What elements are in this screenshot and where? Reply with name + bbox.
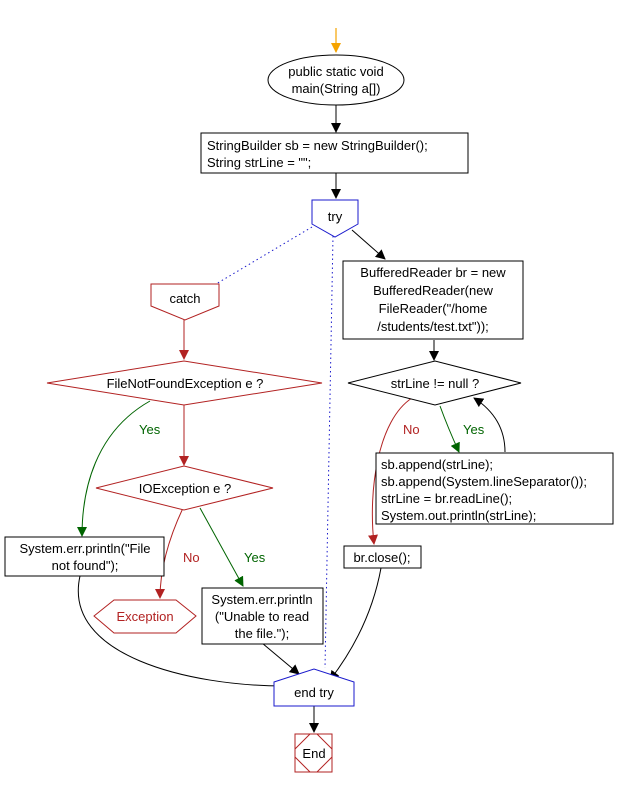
- catch-node: catch: [150, 283, 220, 321]
- edge-close-endtry: [329, 567, 382, 681]
- io-condition-diamond: IOException e ?: [95, 465, 274, 511]
- loop-body-line3: strLine = br.readLine();: [381, 491, 512, 506]
- loop-body-line2: sb.append(System.lineSeparator());: [381, 474, 587, 489]
- while-condition-label: strLine != null ?: [391, 376, 480, 391]
- loop-body-line4: System.out.println(strLine);: [381, 508, 536, 523]
- fnf-yes-label: Yes: [139, 422, 161, 437]
- while-condition-diamond: strLine != null ?: [347, 360, 522, 406]
- loop-body-box: sb.append(strLine); sb.append(System.lin…: [375, 452, 614, 525]
- edge-io-no: [155, 507, 184, 599]
- io-print-line1: System.err.println: [211, 592, 312, 607]
- end-try-node: end try: [273, 668, 355, 707]
- init-label-line2: String strLine = "";: [207, 155, 311, 170]
- while-no-label: No: [403, 422, 420, 437]
- io-print-line3: the file.");: [235, 626, 289, 641]
- start-node: public static void main(String a[]): [267, 54, 405, 106]
- catch-label: catch: [169, 291, 200, 306]
- try-label: try: [328, 209, 343, 224]
- end-label: End: [302, 746, 325, 761]
- edge-fnf-yes: [77, 400, 151, 537]
- try-node: try: [311, 199, 359, 238]
- end-try-label: end try: [294, 685, 334, 700]
- br-label-line3: FileReader("/home: [379, 301, 488, 316]
- io-print-box: System.err.println ("Unable to read the …: [201, 587, 324, 645]
- io-no-label: No: [183, 550, 200, 565]
- io-condition-label: IOException e ?: [139, 481, 232, 496]
- fnf-print-box: System.err.println("File not found");: [4, 536, 165, 577]
- io-print-line2: ("Unable to read: [215, 609, 309, 624]
- start-label-line1: public static void: [288, 64, 383, 79]
- close-box: br.close();: [343, 545, 422, 569]
- edge-fnfprint-endtry: [77, 575, 285, 691]
- br-label-line4: /students/test.txt"));: [377, 319, 489, 334]
- edge-try-catch: [215, 226, 313, 285]
- fnf-print-line1: System.err.println("File: [19, 541, 150, 556]
- start-label-line2: main(String a[]): [292, 81, 381, 96]
- edge-io-yes: [199, 507, 244, 587]
- end-node: End: [294, 733, 333, 773]
- init-process-box: StringBuilder sb = new StringBuilder(); …: [200, 132, 469, 174]
- fnf-print-line2: not found");: [52, 558, 119, 573]
- while-yes-label: Yes: [463, 422, 485, 437]
- edges: [77, 28, 506, 733]
- edge-ioprint-endtry: [261, 642, 300, 675]
- fnf-condition-label: FileNotFoundException e ?: [107, 376, 264, 391]
- loop-body-line1: sb.append(strLine);: [381, 457, 493, 472]
- br-label-line2: BufferedReader(new: [373, 283, 493, 298]
- edge-while-yes: [439, 405, 460, 453]
- init-label-line1: StringBuilder sb = new StringBuilder();: [207, 138, 428, 153]
- buffered-reader-box: BufferedReader br = new BufferedReader(n…: [342, 260, 524, 340]
- edge-try-endtry: [324, 235, 334, 669]
- edge-loop-back: [473, 397, 506, 453]
- io-yes-label: Yes: [244, 550, 266, 565]
- close-label: br.close();: [353, 550, 410, 565]
- br-label-line1: BufferedReader br = new: [360, 265, 506, 280]
- fnf-condition-diamond: FileNotFoundException e ?: [46, 360, 323, 406]
- exception-label: Exception: [116, 609, 173, 624]
- exception-node: Exception: [93, 599, 197, 634]
- edge-try-br: [351, 229, 386, 260]
